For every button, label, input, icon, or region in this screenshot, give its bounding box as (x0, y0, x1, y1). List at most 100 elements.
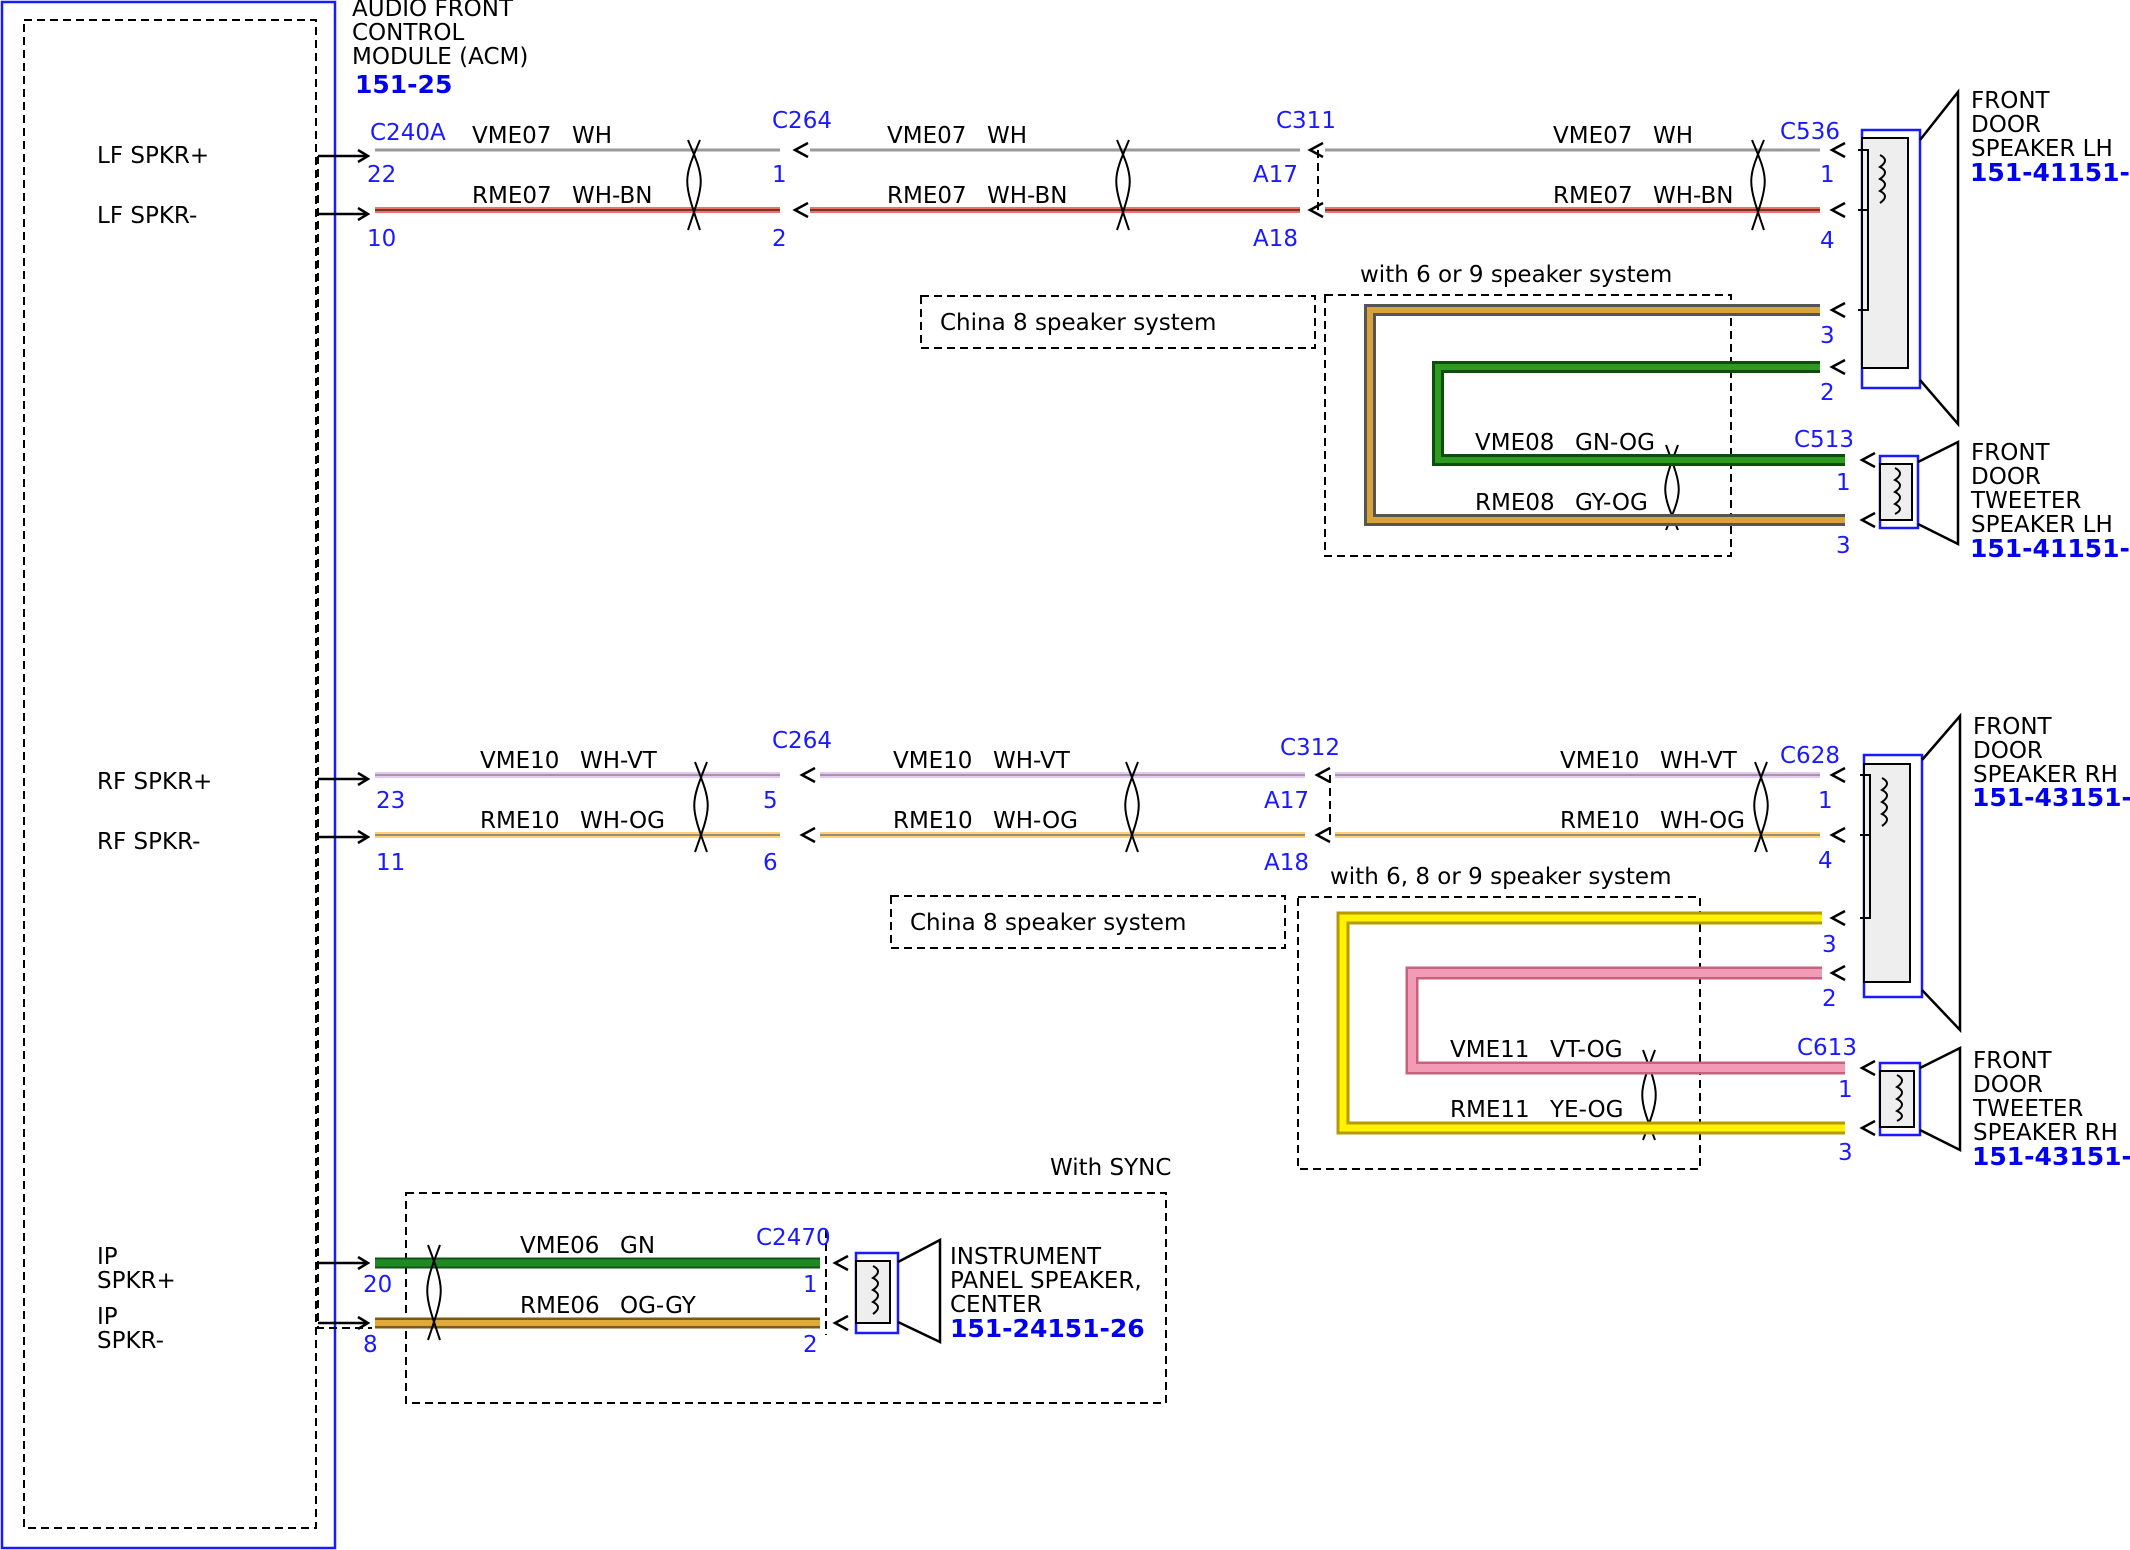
ip-connector-arrow-icon (318, 1254, 849, 1332)
rf-connector-arrow-icon (318, 766, 1876, 1137)
connector-c628[interactable]: C628 (1780, 743, 1840, 769)
lf-pos-circuit-2: VME07 (887, 123, 966, 149)
pin-c312-a18: A18 (1264, 850, 1309, 876)
pin-c264-2: 2 (772, 226, 787, 252)
pin-c613-1: 1 (1838, 1077, 1853, 1103)
rf-tw-pos-circuit: VME11 (1450, 1037, 1529, 1063)
rf-tweeter-line-4: SPEAKER RH (1973, 1120, 2118, 1146)
pin-c613-3: 3 (1838, 1140, 1853, 1166)
pin-rf-spkr-neg: RF SPKR- (97, 829, 200, 855)
rf-speaker-icon (1860, 712, 1962, 1034)
pin-10: 10 (367, 226, 396, 252)
pin-lf-spkr-neg: LF SPKR- (97, 203, 197, 229)
lf-pos-color: WH (572, 123, 612, 149)
connector-c536[interactable]: C536 (1780, 119, 1840, 145)
connector-c312[interactable]: C312 (1280, 735, 1340, 761)
pin-11: 11 (376, 850, 405, 876)
lf-speaker-line-1: FRONT (1971, 88, 2051, 114)
ip-speaker-icon (854, 1237, 942, 1344)
rf-tweeter-line-1: FRONT (1973, 1048, 2053, 1074)
pin-c264-1: 1 (772, 162, 787, 188)
lf-tw-neg-color: GY-OG (1575, 490, 1648, 516)
audio-front-control-module[interactable] (0, 0, 337, 1550)
lf-speaker-line-3: SPEAKER LH (1971, 136, 2113, 162)
rf-neg-circuit-3: RME10 (1560, 808, 1640, 834)
connector-c264-rf[interactable]: C264 (772, 728, 832, 754)
connector-c311[interactable]: C311 (1276, 108, 1336, 134)
pin-ip-label-2: IP (97, 1304, 118, 1330)
ip-twisted-pair-icon (426, 1244, 442, 1341)
ip-pos-color: GN (620, 1233, 655, 1259)
lf-tweeter-line-2: DOOR (1971, 464, 2041, 490)
lf-speaker-icon (1858, 88, 1960, 428)
pin-c628-2: 2 (1822, 986, 1837, 1012)
lf-tw-neg-circuit: RME08 (1475, 490, 1555, 516)
lf-option-note: with 6 or 9 speaker system (1360, 262, 1672, 288)
rf-option-box (1297, 896, 1701, 1170)
module-ref-link[interactable]: 151-25 (355, 70, 452, 99)
pin-ip-spkr-neg: SPKR- (97, 1328, 164, 1354)
lf-neg-circuit-3: RME07 (1553, 183, 1633, 209)
lf-tweeter-icon (1878, 439, 1960, 547)
lf-neg-circuit: RME07 (472, 183, 552, 209)
rf-china-box (890, 895, 1286, 949)
rf-tweeter-ref-link[interactable]: 151-43151-44 (1972, 1142, 2130, 1171)
pin-c264-6: 6 (763, 850, 778, 876)
rf-wires (375, 772, 1820, 838)
rf-tweeter-icon (1878, 1045, 1962, 1153)
connector-c513[interactable]: C513 (1794, 427, 1854, 453)
pin-c536-4: 4 (1820, 228, 1835, 254)
lf-speaker-ref-link[interactable]: 151-41151-42 (1970, 158, 2130, 187)
lf-pos-circuit-3: VME07 (1553, 123, 1632, 149)
lf-china-note: China 8 speaker system (940, 310, 1216, 336)
rf-tweeter-line-2: DOOR (1973, 1072, 2043, 1098)
lf-option-box (1324, 294, 1732, 557)
pin-rf-spkr-pos: RF SPKR+ (97, 769, 212, 795)
ip-sync-box (405, 1192, 1167, 1404)
ip-speaker-line-1: INSTRUMENT (950, 1244, 1102, 1270)
rf-pos-circuit-2: VME10 (893, 748, 972, 774)
ip-speaker-line-2: PANEL SPEAKER, (950, 1268, 1142, 1294)
rf-tw-neg-circuit: RME11 (1450, 1097, 1530, 1123)
rf-pos-color-2: WH-VT (993, 748, 1071, 774)
ip-neg-color: OG-GY (620, 1293, 697, 1319)
pin-c2470-2: 2 (803, 1332, 818, 1358)
rf-tw-pos-color: VT-OG (1550, 1037, 1623, 1063)
lf-tweeter-line-1: FRONT (1971, 440, 2051, 466)
module-title-line-1: AUDIO FRONT (352, 0, 514, 22)
lf-pos-color-3: WH (1653, 123, 1693, 149)
ip-option-note: With SYNC (1050, 1155, 1171, 1181)
pin-23: 23 (376, 788, 405, 814)
pin-22: 22 (367, 162, 396, 188)
rf-pos-circuit: VME10 (480, 748, 559, 774)
rf-speaker-ref-link[interactable]: 151-43151-44 (1972, 783, 2130, 812)
connector-c240a[interactable]: C240A (370, 120, 446, 146)
pin-c311-a17: A17 (1253, 162, 1298, 188)
lf-neg-color-3: WH-BN (1653, 183, 1734, 209)
rf-pos-circuit-3: VME10 (1560, 748, 1639, 774)
lf-tweeter-ref-link[interactable]: 151-41151-42 (1970, 534, 2130, 563)
pin-c513-3: 3 (1836, 533, 1851, 559)
connector-c264-lf[interactable]: C264 (772, 108, 832, 134)
rf-neg-color-3: WH-OG (1660, 808, 1745, 834)
module-title-line-3: MODULE (ACM) (352, 44, 528, 70)
lf-neg-color: WH-BN (572, 183, 653, 209)
pin-c513-1: 1 (1836, 470, 1851, 496)
pin-c264-5: 5 (763, 788, 778, 814)
lf-neg-color-2: WH-BN (987, 183, 1068, 209)
ip-speaker-ref-link[interactable]: 151-24151-26 (950, 1314, 1145, 1343)
lf-pos-circuit: VME07 (472, 123, 551, 149)
rf-option-note: with 6, 8 or 9 speaker system (1330, 864, 1672, 890)
pin-c628-3: 3 (1822, 932, 1837, 958)
connector-c613[interactable]: C613 (1797, 1035, 1857, 1061)
ip-wires (375, 1257, 820, 1329)
lf-speaker-line-2: DOOR (1971, 112, 2041, 138)
rf-speaker-line-3: SPEAKER RH (1973, 762, 2118, 788)
pin-20: 20 (363, 1272, 392, 1298)
pin-c628-4: 4 (1818, 848, 1833, 874)
lf-tweeter-line-4: SPEAKER LH (1971, 512, 2113, 538)
ip-speaker-line-3: CENTER (950, 1292, 1042, 1318)
connector-c2470[interactable]: C2470 (756, 1225, 831, 1251)
rf-speaker-line-1: FRONT (1973, 714, 2053, 740)
